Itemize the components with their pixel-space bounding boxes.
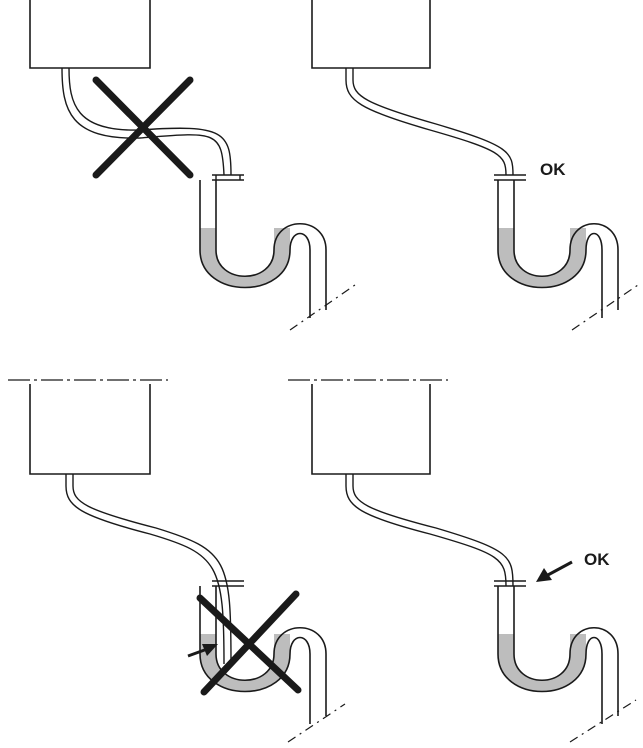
trap-water — [200, 228, 290, 288]
drain-hose — [65, 474, 225, 665]
standpipe-cap — [212, 580, 244, 587]
standpipe-cap — [494, 174, 526, 181]
wrong-x-mark — [92, 76, 194, 179]
standpipe-inner — [199, 180, 311, 318]
floor-line — [571, 284, 639, 331]
panel-bottom-right: OK — [280, 374, 637, 748]
panel-top-right: OK — [280, 0, 639, 374]
drain-hose — [345, 68, 507, 176]
standpipe — [215, 180, 327, 310]
standpipe — [513, 586, 619, 716]
standpipe — [513, 180, 619, 310]
drain-hose — [345, 474, 507, 587]
appliance-body — [311, 384, 431, 475]
wrong-x-mark — [196, 590, 302, 696]
trap-water — [498, 634, 586, 692]
drain-hose-inner — [352, 474, 514, 587]
standpipe-inner — [199, 586, 311, 724]
arrow-head — [202, 644, 218, 656]
standpipe-inner — [497, 586, 603, 724]
appliance-body — [29, 384, 151, 475]
standpipe-cap — [494, 580, 526, 587]
ok-label: OK — [584, 550, 610, 569]
appliance-body — [29, 0, 151, 69]
floor-line — [289, 284, 356, 331]
drain-hose-inner — [72, 474, 232, 665]
standpipe-inner — [497, 180, 603, 318]
panel-bottom-left — [0, 374, 346, 748]
drain-hose — [61, 67, 225, 176]
arrow-line — [545, 560, 573, 578]
arrow-head — [536, 568, 552, 582]
floor-line — [569, 699, 637, 743]
trap-water — [498, 228, 586, 288]
panel-bottom-left-drawing — [8, 379, 346, 743]
floor-line — [287, 703, 346, 743]
panel-bottom-right-drawing — [288, 379, 637, 743]
standpipe-cap — [212, 174, 244, 181]
panel-top-right-drawing — [311, 0, 639, 331]
appliance-body — [311, 0, 431, 69]
panel-top-left-drawing — [29, 0, 356, 331]
ok-label: OK — [540, 160, 566, 179]
panel-top-left — [0, 0, 356, 374]
drain-hose-inner — [352, 68, 514, 176]
